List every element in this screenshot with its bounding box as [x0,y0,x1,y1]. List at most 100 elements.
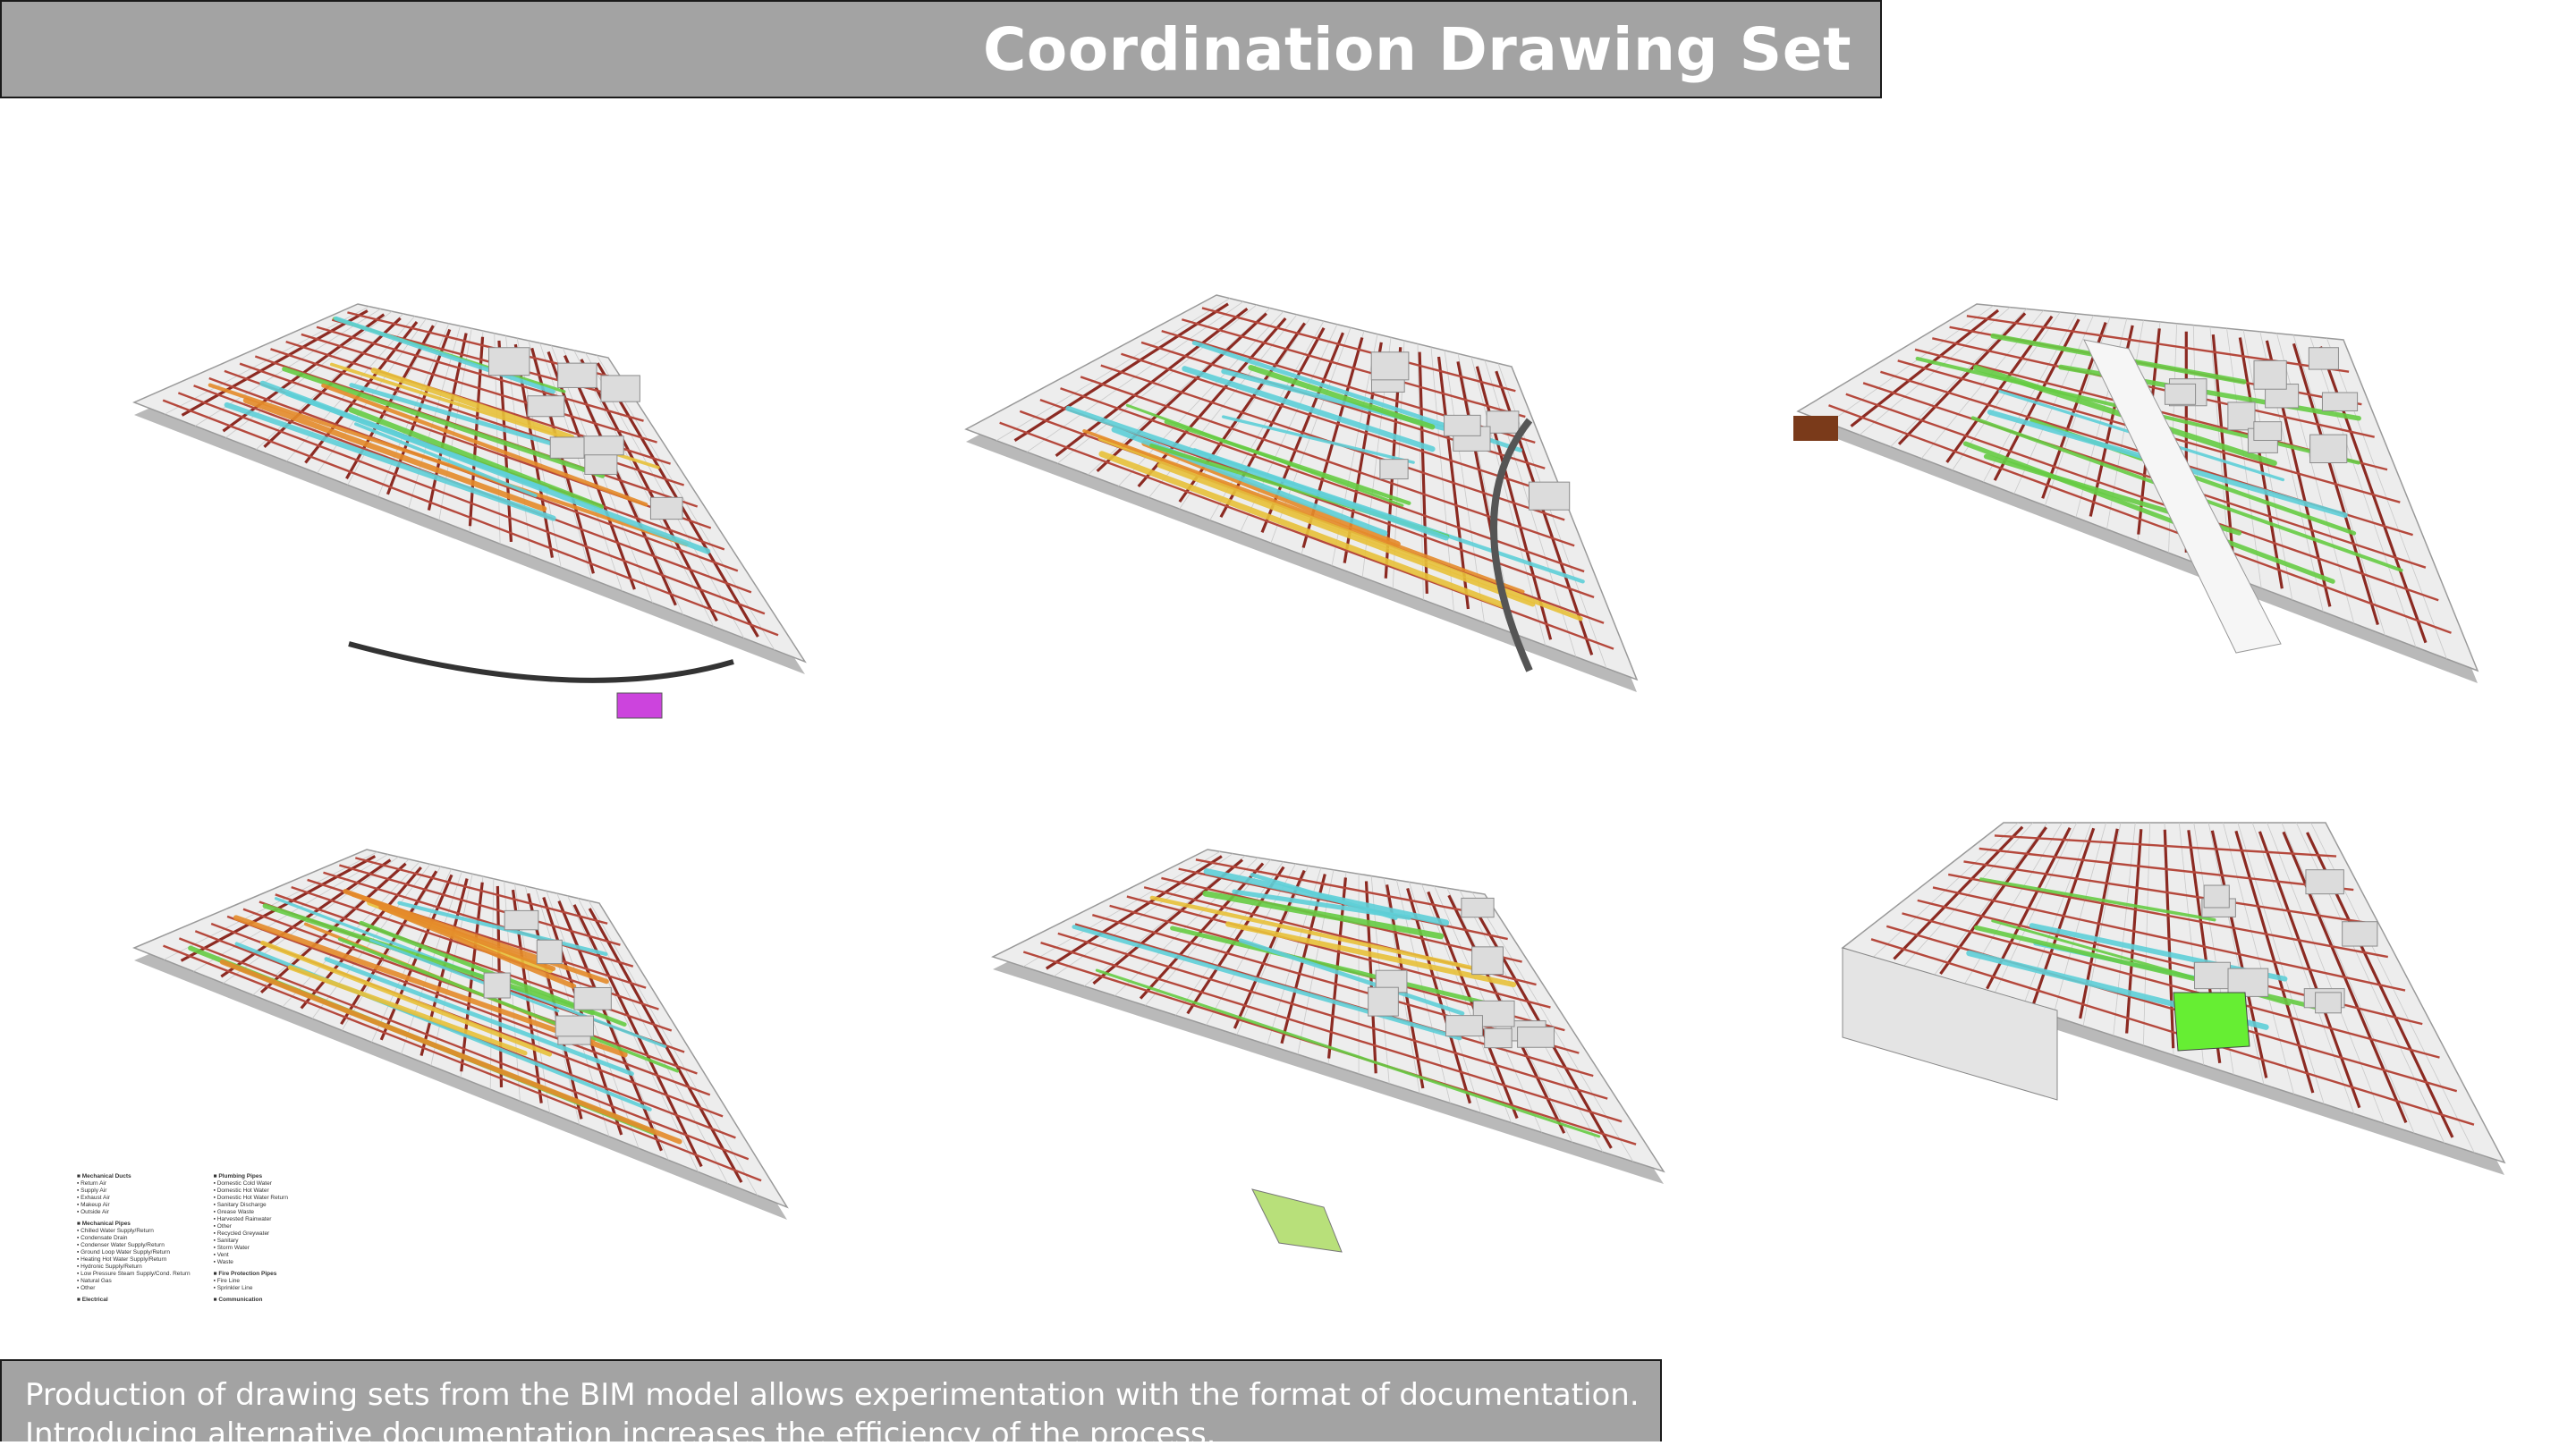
drawing-level-5-svg [991,849,1665,1253]
legend-item: ▪ Hydronic Supply/Return [77,1264,142,1270]
mep-run [208,383,689,547]
mep-run [242,397,547,512]
core-block [2308,347,2339,370]
steel-joist [354,857,608,925]
steel-joist [1948,873,2388,959]
steel-joist [1182,318,1526,418]
green-ramp [1251,1188,1343,1253]
core-block [573,986,612,1010]
mep-run [1974,925,2330,1013]
core-block [1461,897,1495,918]
core-block [600,375,640,402]
steel-joist [162,399,779,637]
legend-item: ■ Electrical [77,1297,108,1303]
timber-panel [1793,416,1838,441]
legend-item: ▪ Return Air [77,1180,107,1187]
core-block [1445,1015,1483,1037]
steel-joist [1845,393,2439,602]
drawing-level-4-svg [132,849,789,1220]
legend-column-2: ■ Plumbing Pipes▪ Domestic Cold Water▪ D… [214,1173,288,1316]
core-block [1444,414,1481,436]
mep-run [348,407,604,510]
steel-joist [1932,337,2375,438]
caption-line-1: Production of drawing sets from the BIM … [25,1377,1640,1413]
mep-run [1225,921,1517,988]
legend-item: ▪ Domestic Cold Water [213,1180,272,1187]
legend-item: ▪ Harvested Rainwater [213,1216,272,1222]
facade-wall [1842,947,2058,1101]
legend-item: ■ Mechanical Ducts [77,1173,131,1179]
legend-item: ▪ Fire Line [213,1278,240,1284]
legend-item: ▪ Chilled Water Supply/Return [77,1228,154,1234]
core-block [557,362,597,388]
legend-item: ▪ Supply Air [77,1188,107,1194]
legend-item: ▪ Outside Air [77,1209,109,1215]
curved-wall [348,641,734,683]
steel-joist [1902,912,2440,1059]
drawing-level-4 [116,832,832,1297]
core-block [649,496,683,520]
core-block [1486,410,1520,434]
legend-item: ▪ Grease Waste [213,1209,255,1215]
title-bar: Coordination Drawing Set [0,0,1882,98]
steel-joist [301,333,657,444]
core-block [483,972,511,999]
core-block [1368,986,1399,1017]
floor-plate [991,849,1665,1173]
mep-run [370,368,575,441]
core-block [488,347,530,376]
steel-joist [1862,382,2427,569]
mep-run [1203,868,1450,926]
steel-joist [1828,404,2452,634]
page-title: Coordination Drawing Set [982,14,1852,84]
core-block [1517,1027,1555,1048]
mep-run [1248,365,1436,430]
legend-item: ■ Mechanical Pipes [77,1221,131,1227]
caption-line-2: Introducing alternative documentation in… [25,1416,1216,1452]
drawing-level-6-svg [1841,822,2506,1175]
mep-run [282,366,606,478]
mep-run [260,940,553,1057]
mep-run [1232,889,1411,920]
mep-run [1182,366,1436,452]
steel-joist [1979,847,2354,892]
drawing-level-2 [957,286,1673,751]
mep-run [1157,462,1536,607]
mep-run [1238,938,1465,1016]
mep-run [284,392,549,492]
steel-joist [1963,860,2371,925]
steel-joist [178,937,750,1161]
steel-joist [1932,886,2406,992]
mep-run [287,965,528,1056]
legend-column-1: ■ Mechanical Ducts▪ Return Air▪ Supply A… [77,1173,191,1316]
steel-joist [1870,938,2475,1126]
core-block [2194,961,2231,990]
core-block [2227,402,2256,431]
core-block [1471,946,1504,976]
legend-item: ▪ Storm Water [213,1245,250,1251]
legend-item: ▪ Sanitary Discharge [213,1202,267,1208]
legend-item: ▪ Natural Gas [77,1278,112,1284]
core-block [555,1015,594,1037]
steel-joist [1040,942,1623,1123]
legend-item: ■ Plumbing Pipes [213,1173,263,1179]
core-block [1379,459,1409,480]
core-block [2203,884,2230,909]
legend-item: ▪ Exhaust Air [77,1195,110,1201]
mep-run [1221,415,1415,464]
mep-run [334,316,555,394]
legend-item: ▪ Sanitary [213,1238,239,1244]
mep-run [1170,926,1489,1006]
mep-run [397,900,608,957]
steel-joist [1994,834,2337,858]
drawing-level-1 [116,286,832,751]
mep-run [349,383,569,451]
steel-joist [1126,895,1551,1009]
drawing-level-2-svg [964,294,1639,692]
mep-run [1164,419,1411,505]
core-block [2305,869,2344,895]
core-block [549,436,585,459]
steel-joist [999,421,1614,650]
legend-item: ▪ Other [213,1223,232,1230]
mep-run [219,959,682,1145]
